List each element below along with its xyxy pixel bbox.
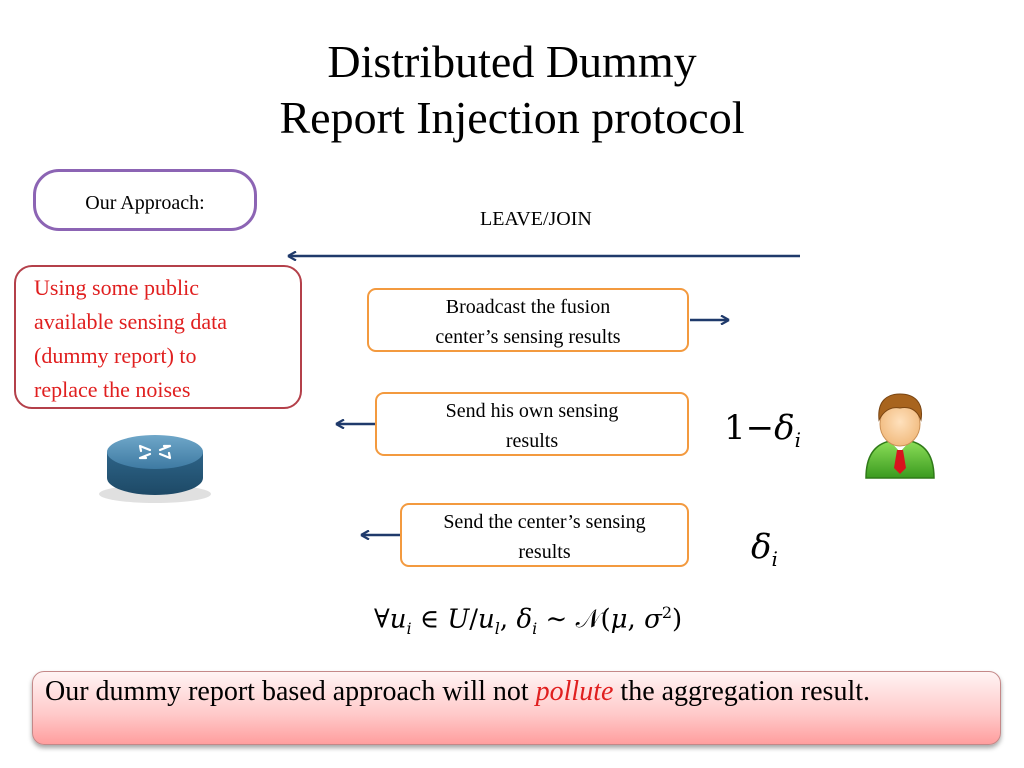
step-send-center-line-2: results (518, 541, 571, 563)
prob-own-prefix: 1− (724, 408, 775, 448)
probability-own-label: 1−δi (724, 408, 801, 452)
step-send-own-box: Send his own sensing results (375, 392, 689, 456)
user-avatar-icon (865, 393, 935, 479)
step-send-own-line-1: Send his own sensing (445, 400, 619, 422)
description-line-4: replace the noises (34, 377, 191, 402)
step-broadcast-line-1: Broadcast the fusion (445, 296, 611, 318)
leave-join-label: LEAVE/JOIN (480, 208, 592, 230)
step-broadcast-box: Broadcast the fusion center’s sensing re… (367, 288, 689, 352)
f-sq: 2 (661, 603, 673, 622)
prob-own-subscript: i (794, 427, 802, 452)
prob-center-subscript: i (771, 546, 778, 571)
f-tilde: ∼ (537, 604, 576, 635)
f-sub-i2: i (532, 618, 538, 638)
f-forall: ∀ (374, 604, 390, 635)
prob-own-delta: δ (774, 408, 795, 448)
f-open: ( (600, 604, 611, 635)
step-send-own-line-2: results (505, 430, 559, 452)
title-line-1: Distributed Dummy (327, 36, 697, 87)
our-approach-label: Our Approach: (85, 192, 205, 214)
f-sub-i: i (406, 618, 412, 638)
f-u: u (389, 604, 407, 635)
conclusion-after: the aggregation result. (613, 676, 871, 707)
router-icon (99, 435, 211, 503)
f-u2: u (478, 604, 495, 635)
description-line-3: (dummy report) to (34, 343, 197, 368)
page-title: Distributed Dummy Report Injection proto… (0, 34, 1024, 146)
title-line-2: Report Injection protocol (279, 92, 745, 143)
distribution-formula: ∀ui ∈ U/ul, δi ∼ 𝒩(μ, σ2) (374, 603, 682, 638)
our-approach-box: Our Approach: (33, 169, 257, 231)
f-close: ) (672, 604, 683, 635)
f-mu: μ (610, 604, 628, 635)
conclusion-box: Our dummy report based approach will not… (32, 671, 1001, 745)
conclusion-emph: pollute (535, 676, 614, 707)
approach-description-box: Using some public available sensing data… (14, 265, 302, 409)
description-line-2: available sensing data (34, 309, 228, 334)
f-slash: / (469, 604, 479, 635)
step-send-center-line-1: Send the center’s sensing (443, 511, 646, 533)
f-in: ∈ (411, 604, 448, 635)
f-comma: , (499, 604, 517, 635)
step-send-center-box: Send the center’s sensing results (400, 503, 689, 567)
f-U: U (447, 604, 470, 635)
f-N: 𝒩 (575, 604, 601, 635)
f-sub-l: l (494, 618, 500, 638)
f-delta: δ (516, 604, 533, 635)
step-broadcast-line-2: center’s sensing results (435, 326, 621, 348)
f-sigma: σ (644, 604, 662, 635)
prob-center-delta: δ (751, 527, 772, 567)
conclusion-before: Our dummy report based approach will not (45, 676, 536, 707)
description-line-1: Using some public (34, 275, 199, 300)
f-sep: , (627, 604, 645, 635)
probability-center-label: δi (751, 527, 778, 571)
